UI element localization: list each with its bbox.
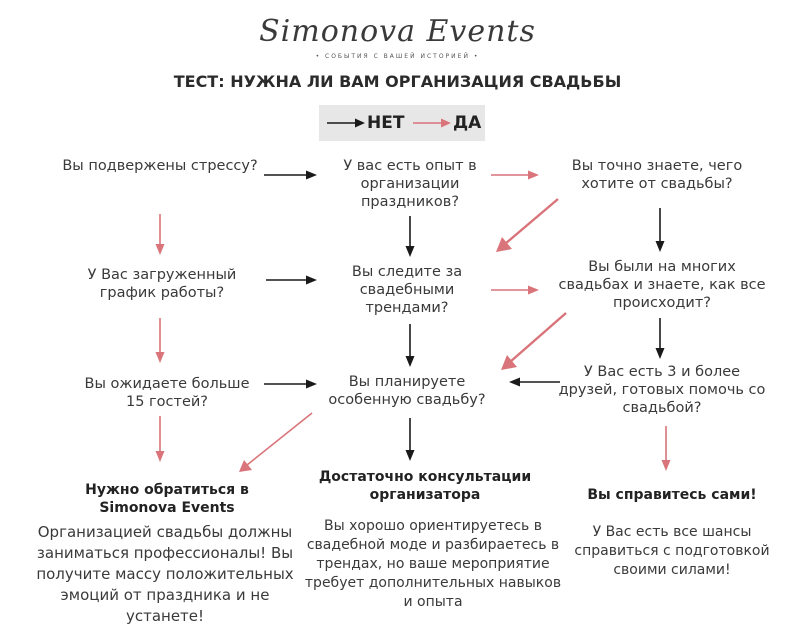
arrow-yes-stress-to-busy — [155, 214, 165, 255]
node-busy: У Вас загруженный график работы? — [87, 267, 237, 301]
arrow-no-special-to-consult — [405, 418, 415, 461]
arrow-yes-special-to-organizer — [239, 412, 313, 472]
arrow-no-friends-to-special — [509, 377, 560, 387]
legend-yes-label: ДА — [453, 113, 482, 133]
arrow-no-stress-to-experience — [264, 170, 317, 180]
arrow-no-trends-to-special — [405, 324, 415, 367]
node-attended: Вы были на многих свадьбах и знаете, как… — [558, 259, 766, 311]
arrow-no-know-to-attended — [655, 208, 665, 252]
node-experience: У вас есть опыт в организации праздников… — [343, 158, 477, 210]
result-consult-text: Вы хорошо ориентируетесь в свадебной мод… — [304, 518, 562, 610]
arrow-yes-guests-to-organizer — [155, 416, 165, 462]
node-trends: Вы следите за свадебными трендами? — [351, 264, 463, 316]
arrow-yes-friends-to-self — [661, 426, 671, 471]
yes-arrow-icon — [413, 118, 451, 128]
logo-tagline: • СОБЫТИЯ С ВАШЕЙ ИСТОРИЕЙ • — [315, 53, 480, 60]
arrow-yes-trends-to-attended — [491, 285, 539, 295]
arrow-yes-experience-to-know — [491, 170, 539, 180]
result-organizer-text: Организацией свадьбы должны заниматься п… — [36, 523, 294, 625]
node-know-wants: Вы точно знаете, чего хотите от свадьбы? — [571, 158, 743, 192]
result-consult-title: Достаточно консультации организатора — [318, 469, 532, 503]
arrow-no-busy-to-trends — [266, 275, 317, 285]
logo: Simonova Events — [259, 14, 536, 49]
arrow-yes-know-to-trends — [496, 198, 559, 252]
arrow-yes-attended-to-special — [501, 312, 567, 370]
node-guests: Вы ожидаете больше 15 гостей? — [84, 376, 250, 410]
no-arrow-icon — [327, 118, 365, 128]
arrow-no-attended-to-friends — [655, 318, 665, 359]
arrow-no-experience-to-trends — [405, 216, 415, 257]
legend-no-label: НЕТ — [367, 113, 405, 133]
arrow-yes-busy-to-guests — [155, 318, 165, 363]
result-organizer-title: Нужно обратиться в Simonova Events — [85, 482, 249, 516]
result-self-title: Вы справитесь сами! — [587, 487, 757, 503]
page-title: ТЕСТ: НУЖНА ЛИ ВАМ ОРГАНИЗАЦИЯ СВАДЬБЫ — [173, 72, 622, 91]
legend: НЕТ ДА — [319, 105, 485, 141]
arrow-no-guests-to-special — [264, 379, 317, 389]
node-friends: У Вас есть 3 и более друзей, готовых пом… — [558, 364, 766, 416]
node-special: Вы планируете особенную свадьбу? — [328, 374, 486, 408]
result-self-text: У Вас есть все шансы справиться с подгот… — [574, 524, 770, 578]
node-stress: Вы подвержены стрессу? — [62, 158, 258, 174]
